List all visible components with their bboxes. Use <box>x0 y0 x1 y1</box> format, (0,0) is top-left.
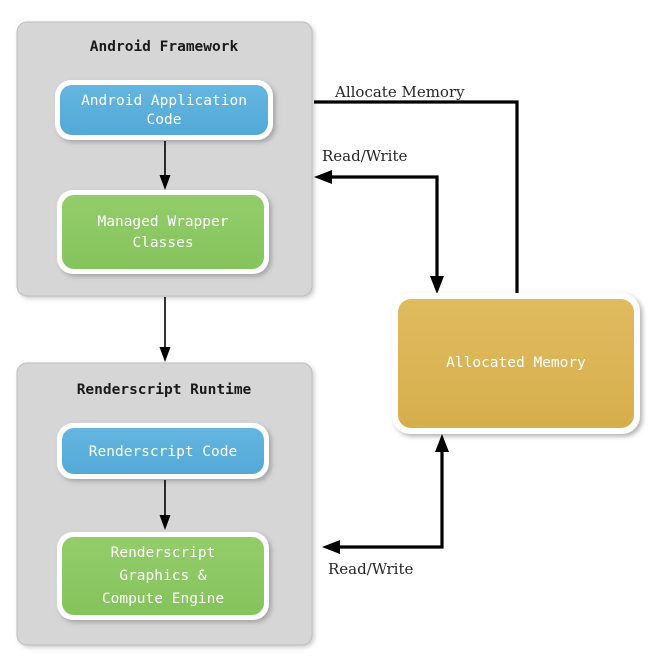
edge-read-write-top: Read/Write <box>314 147 444 294</box>
edge-app-code-to-wrapper-arrowhead <box>159 175 171 190</box>
edge-rscode-to-engine-arrowhead <box>159 515 171 530</box>
edge-read-write-bottom-arrowhead-left <box>322 540 340 554</box>
edge-read-write-bottom-label: Read/Write <box>328 560 414 578</box>
edge-read-write-bottom: Read/Write <box>322 434 449 578</box>
node-renderscript-graphics-compute-engine[interactable]: Renderscript Graphics & Compute Engine <box>57 532 269 620</box>
edge-allocate-memory: Allocate Memory <box>314 83 519 294</box>
node-renderscript-graphics-compute-engine-fill <box>62 537 264 615</box>
node-renderscript-code-label-line-1: Renderscript Code <box>89 444 237 460</box>
edge-read-write-bottom-path <box>334 447 444 549</box>
group-renderscript-runtime[interactable]: Renderscript Runtime Renderscript Code R… <box>16 362 313 646</box>
edge-read-write-top-path <box>326 175 439 282</box>
edge-framework-to-runtime-arrowhead <box>159 347 171 362</box>
group-renderscript-runtime-title: Renderscript Runtime <box>77 382 252 398</box>
edge-app-code-to-wrapper <box>159 141 171 190</box>
edge-read-write-top-arrowhead-left <box>314 170 332 184</box>
node-android-application-code-label-line-1: Android Application <box>81 93 247 109</box>
node-renderscript-graphics-compute-engine-label-line-1: Renderscript <box>111 545 216 561</box>
edge-read-write-top-label: Read/Write <box>322 147 408 165</box>
edge-framework-to-runtime <box>159 297 171 362</box>
node-android-application-code-label-line-2: Code <box>147 112 182 128</box>
edge-read-write-bottom-arrowhead-up <box>435 434 449 452</box>
node-renderscript-graphics-compute-engine-label-line-2: Graphics & <box>119 568 207 584</box>
group-android-framework[interactable]: Android Framework Android Application Co… <box>16 21 313 297</box>
node-managed-wrapper-classes-fill <box>62 195 264 269</box>
node-renderscript-code-fill <box>62 428 264 474</box>
node-renderscript-graphics-compute-engine-label-line-3: Compute Engine <box>102 591 224 607</box>
group-android-framework-title: Android Framework <box>90 39 239 55</box>
node-renderscript-code[interactable]: Renderscript Code <box>57 423 269 479</box>
node-allocated-memory-label-line-1: Allocated Memory <box>446 355 586 371</box>
node-android-application-code[interactable]: Android Application Code <box>55 80 273 140</box>
edge-rscode-to-engine <box>159 480 171 530</box>
node-managed-wrapper-classes[interactable]: Managed Wrapper Classes <box>57 190 269 274</box>
edge-allocate-memory-path <box>314 100 519 294</box>
edge-read-write-top-arrowhead-down <box>430 276 444 294</box>
node-allocated-memory[interactable]: Allocated Memory <box>392 293 640 434</box>
node-managed-wrapper-classes-label-line-2: Classes <box>132 235 193 251</box>
edge-allocate-memory-label: Allocate Memory <box>334 83 465 101</box>
node-android-application-code-fill <box>60 85 268 135</box>
node-managed-wrapper-classes-label-line-1: Managed Wrapper <box>98 214 229 230</box>
node-allocated-memory-fill <box>398 299 634 428</box>
